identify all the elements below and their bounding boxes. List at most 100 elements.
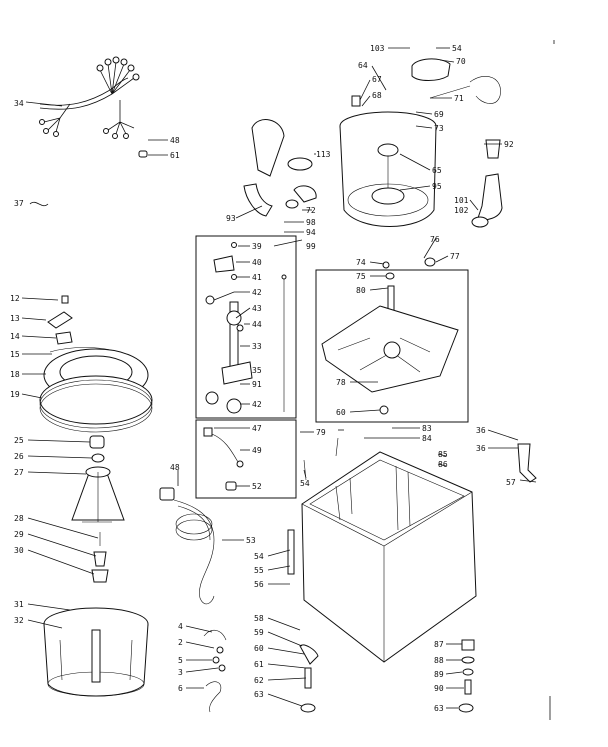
callout-35: 35 xyxy=(252,366,262,375)
callout-102: 102 xyxy=(454,206,469,215)
callout-36: 36 xyxy=(476,426,486,435)
drain-hoses xyxy=(243,119,503,228)
callout-3: 3 xyxy=(178,668,183,677)
callout-63: 63 xyxy=(254,690,264,699)
edge-tick xyxy=(549,40,555,720)
callout-41: 41 xyxy=(252,273,262,282)
callout-90: 90 xyxy=(434,684,444,693)
wash-basket xyxy=(43,607,149,697)
callout-26: 26 xyxy=(14,452,24,461)
tub-ring-assembly xyxy=(39,295,153,433)
callout-12: 12 xyxy=(10,294,20,303)
callout-49: 49 xyxy=(252,446,262,455)
callout-42: 42 xyxy=(252,288,262,297)
callout-40: 40 xyxy=(252,258,262,267)
callout-18: 18 xyxy=(10,370,20,379)
callout-61-low: 61 xyxy=(254,660,264,669)
callout-54-low: 54 xyxy=(254,552,264,561)
callout-29: 29 xyxy=(14,530,24,539)
callout-36-lower: 36 xyxy=(476,444,486,453)
callout-68: 68 xyxy=(372,91,382,100)
callout-92: 92 xyxy=(504,140,514,149)
wire-37 xyxy=(29,201,49,207)
callout-44: 44 xyxy=(252,320,262,329)
callout-99: 99 xyxy=(306,242,316,251)
callout-54-mid: 54 xyxy=(300,479,310,488)
callout-101: 101 xyxy=(454,196,469,205)
callout-75: 75 xyxy=(356,272,366,281)
callout-78: 78 xyxy=(336,378,346,387)
lid-switch-box xyxy=(195,419,297,499)
callout-32: 32 xyxy=(14,616,24,625)
callout-4: 4 xyxy=(178,622,183,631)
callout-6: 6 xyxy=(178,684,183,693)
callout-69: 69 xyxy=(434,110,444,119)
callout-34: 34 xyxy=(14,99,24,108)
callout-77: 77 xyxy=(450,252,460,261)
callout-37: 37 xyxy=(14,199,24,208)
callout-13: 13 xyxy=(10,314,20,323)
callout-55: 55 xyxy=(254,566,264,575)
callout-65: 65 xyxy=(432,166,442,175)
callout-19: 19 xyxy=(10,390,20,399)
transmission-box xyxy=(315,269,469,423)
callout-71: 71 xyxy=(454,94,464,103)
callout-87: 87 xyxy=(434,640,444,649)
callout-74: 74 xyxy=(356,258,366,267)
callout-80: 80 xyxy=(356,286,366,295)
callout-64: 64 xyxy=(358,61,368,70)
transmission xyxy=(321,257,459,415)
callout-95: 95 xyxy=(432,182,442,191)
callout-94: 94 xyxy=(306,228,316,237)
leveling-legs xyxy=(299,443,537,713)
callout-25: 25 xyxy=(14,436,24,445)
callout-56: 56 xyxy=(254,580,264,589)
callout-79: 79 xyxy=(316,428,326,437)
cabinet xyxy=(301,451,477,663)
callout-labels: 34 48 61 37 12 13 14 15 18 19 25 26 27 2… xyxy=(10,44,516,713)
callout-27: 27 xyxy=(14,468,24,477)
callout-31: 31 xyxy=(14,600,24,609)
callout-113: 113 xyxy=(316,150,331,159)
callout-70: 70 xyxy=(456,57,466,66)
callout-58: 58 xyxy=(254,614,264,623)
callout-62: 62 xyxy=(254,676,264,685)
agitator xyxy=(71,435,125,583)
callout-103: 103 xyxy=(370,44,385,53)
callout-60-low: 60 xyxy=(254,644,264,653)
callout-63-right: 63 xyxy=(434,704,444,713)
callout-67: 67 xyxy=(372,75,382,84)
callout-30: 30 xyxy=(14,546,24,555)
callout-15: 15 xyxy=(10,350,20,359)
callout-14: 14 xyxy=(10,332,20,341)
power-cord xyxy=(159,487,215,605)
callout-5: 5 xyxy=(178,656,183,665)
callout-59: 59 xyxy=(254,628,264,637)
outer-tub-assembly xyxy=(339,58,501,227)
callout-28: 28 xyxy=(14,514,24,523)
lid-switch-parts xyxy=(203,427,244,491)
callout-93: 93 xyxy=(226,214,236,223)
leader-lines xyxy=(21,47,537,709)
callout-83: 83 xyxy=(422,424,432,433)
callout-43: 43 xyxy=(252,304,262,313)
small-hardware xyxy=(203,437,339,713)
callout-57: 57 xyxy=(506,478,516,487)
callout-39: 39 xyxy=(252,242,262,251)
callout-98: 98 xyxy=(306,218,316,227)
callout-54: 54 xyxy=(452,44,462,53)
callout-76: 76 xyxy=(430,235,440,244)
callout-42-lower: 42 xyxy=(252,400,262,409)
wiring-harness xyxy=(39,56,148,158)
callout-52: 52 xyxy=(252,482,262,491)
callout-33: 33 xyxy=(252,342,262,351)
switch-parts xyxy=(205,242,287,414)
switch-parts-box xyxy=(195,235,297,419)
callout-89: 89 xyxy=(434,670,444,679)
callout-84: 84 xyxy=(422,434,432,443)
callout-53: 53 xyxy=(246,536,256,545)
callout-91: 91 xyxy=(252,380,262,389)
callout-61: 61 xyxy=(170,151,180,160)
callout-2: 2 xyxy=(178,638,183,647)
